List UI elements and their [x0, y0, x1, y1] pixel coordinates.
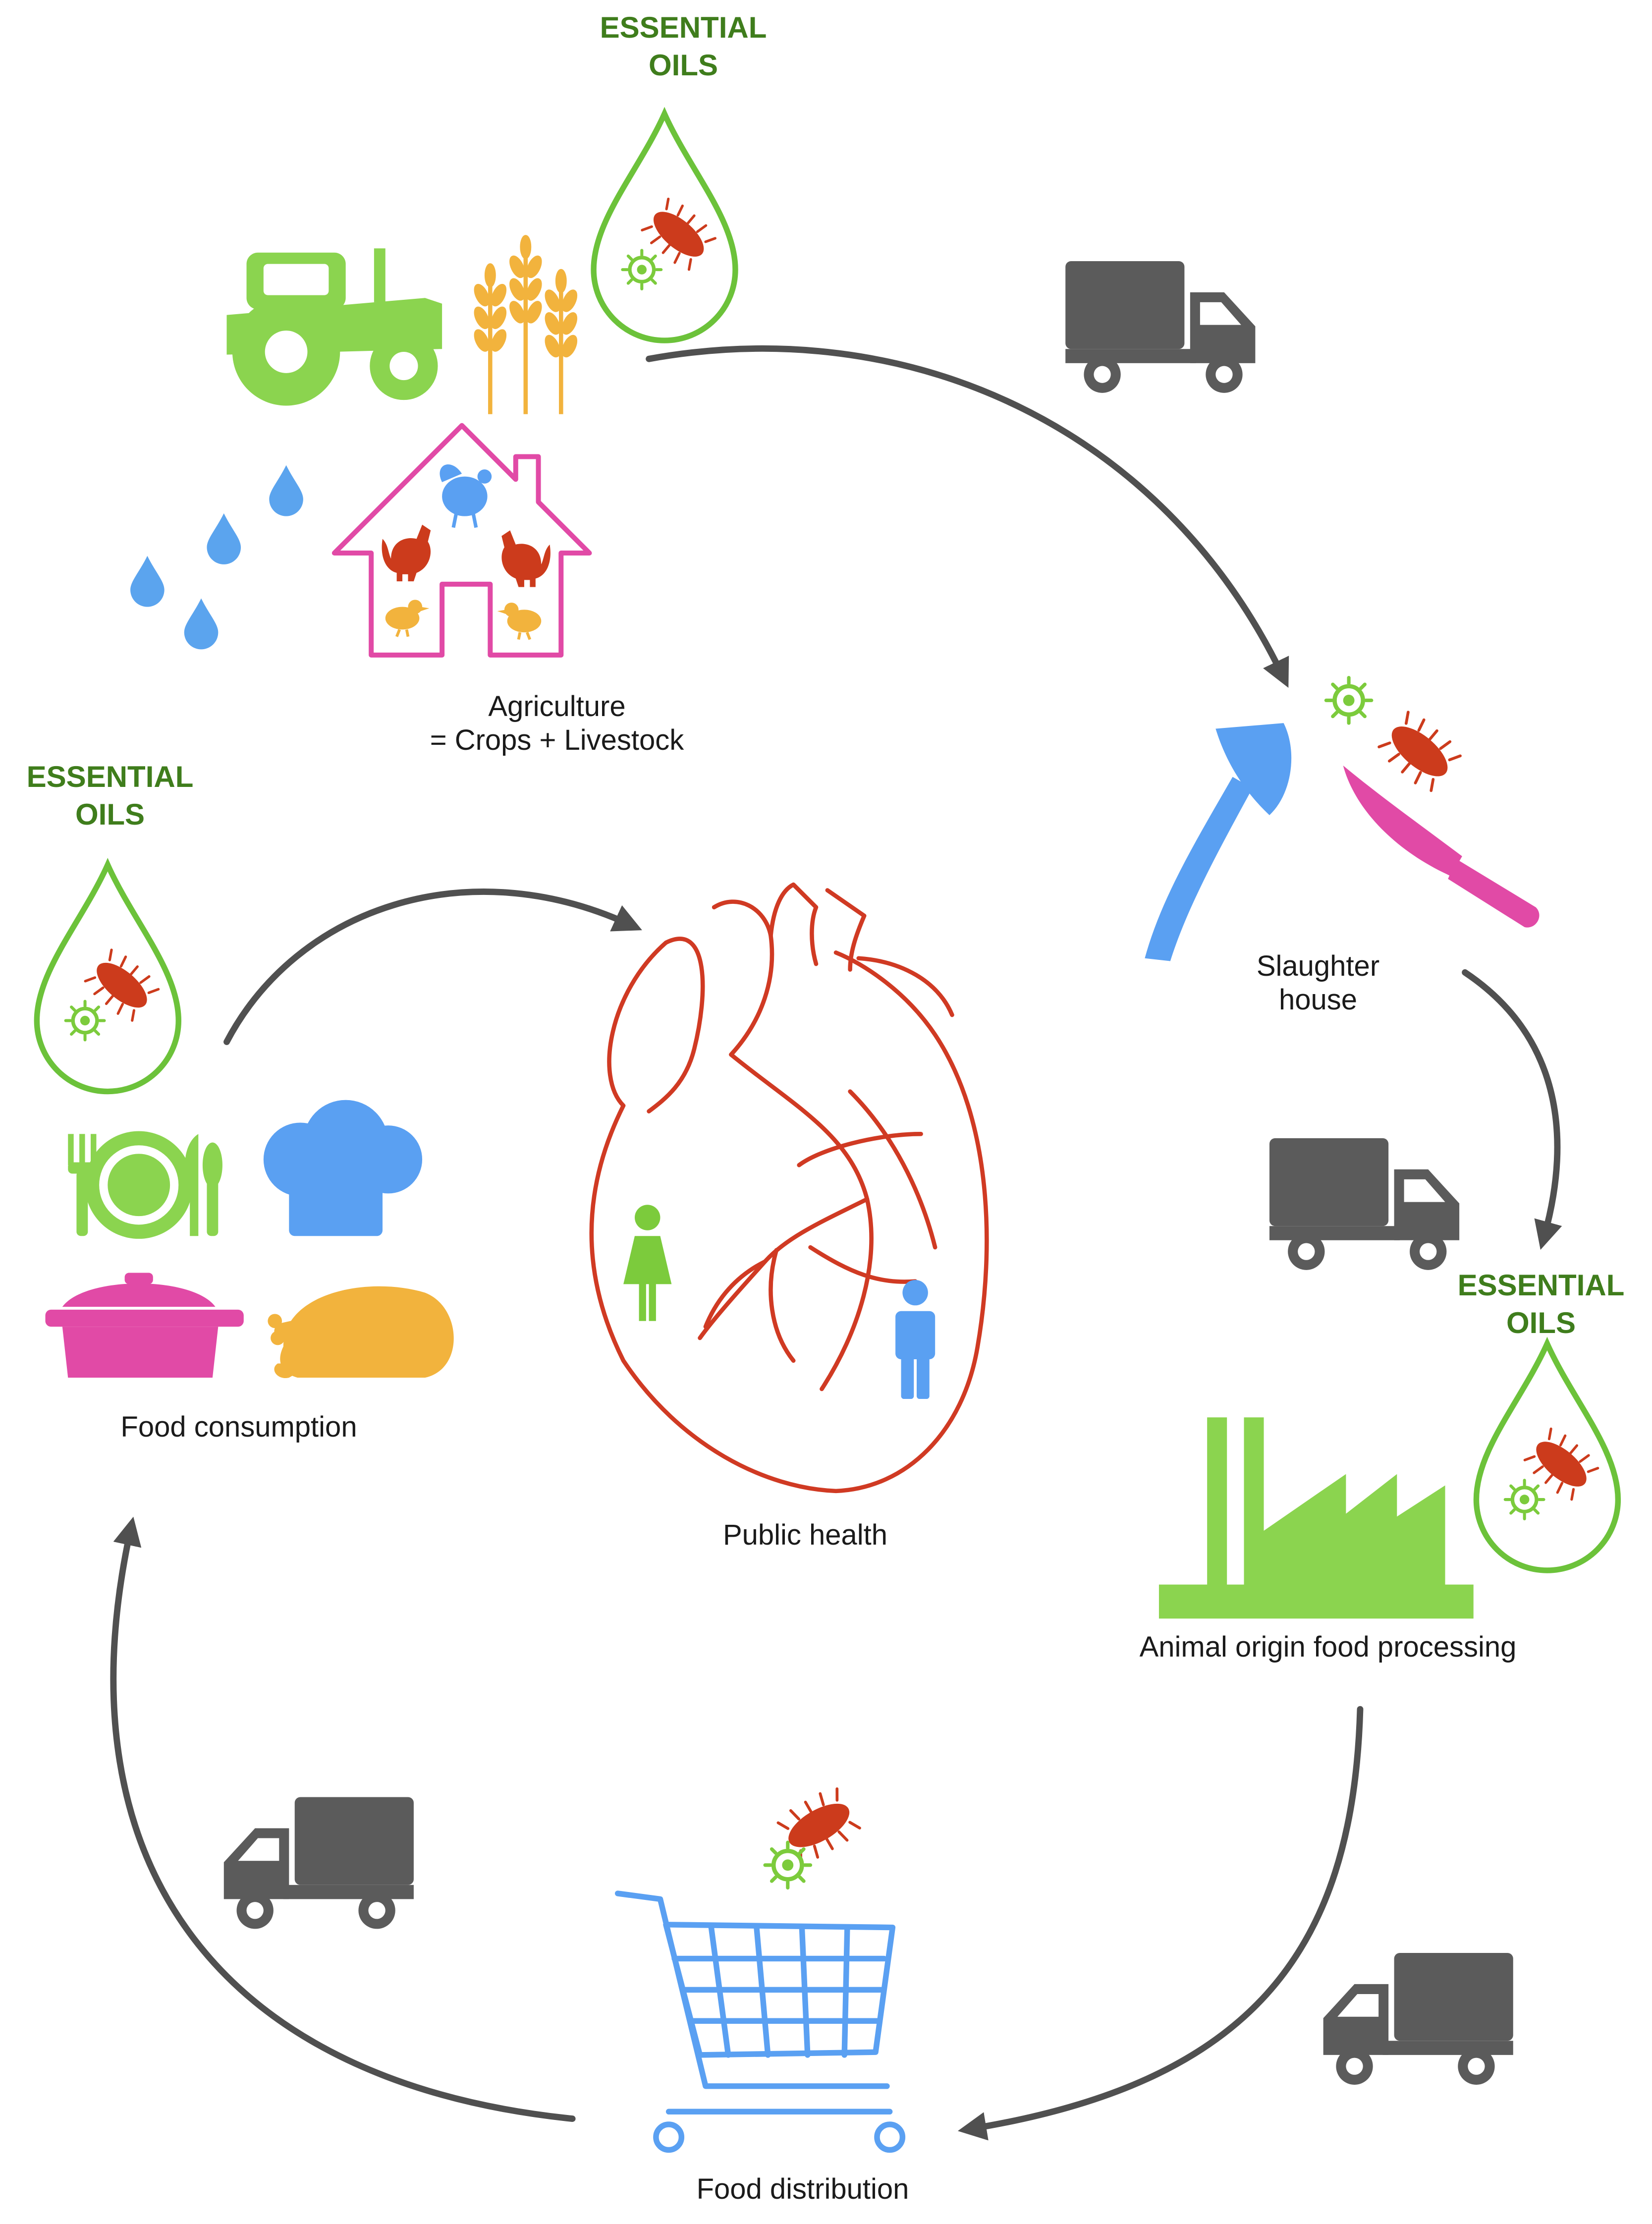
- arrow-processing-to-distribution: [957, 1706, 1364, 2141]
- oil-drop-icon: [37, 865, 178, 1091]
- slaughter-group: [1145, 678, 1540, 961]
- public-health-label: Public health: [722, 1519, 888, 1551]
- oil-drop-icon: [594, 114, 735, 340]
- truck-icon: [1323, 1953, 1513, 2085]
- chick-icon: [385, 600, 430, 636]
- essential-oils-label: ESSENTIAL OILS: [6, 758, 214, 834]
- food-consumption-label: Food consumption: [120, 1411, 357, 1443]
- bacterium-icon: [1377, 709, 1463, 794]
- essential-oils-line1: ESSENTIAL: [600, 11, 767, 44]
- chick-icon: [497, 603, 542, 639]
- arrow-consumption-to-public-health: [223, 889, 642, 1045]
- essential-oils-line2: OILS: [1506, 1306, 1576, 1339]
- essential-oils-label: ESSENTIAL OILS: [579, 9, 787, 84]
- woman-icon: [623, 1205, 672, 1321]
- essential-oils-line2: OILS: [75, 798, 145, 831]
- essential-oils-line2: OILS: [648, 49, 718, 82]
- arrow-slaughter-to-processing: [1462, 969, 1562, 1250]
- turkey-icon: [440, 464, 492, 528]
- rooster-icon: [382, 524, 431, 582]
- essential-oils-label: ESSENTIAL OILS: [1437, 1267, 1645, 1342]
- knife-icon: [1343, 765, 1540, 928]
- shopping-cart-icon: [614, 1890, 906, 2153]
- oil-drop-icon: [1476, 1344, 1618, 1570]
- arrow-distribution-to-consumption: [110, 1516, 576, 2122]
- essential-oils-line1: ESSENTIAL: [26, 760, 194, 793]
- plate-cutlery-icon: [68, 1131, 222, 1239]
- consumption-group: [45, 1100, 454, 1379]
- virus-icon: [1326, 678, 1371, 723]
- truck-icon: [1269, 1138, 1460, 1270]
- agriculture-group: [130, 235, 592, 658]
- processing-label: Animal origin food processing: [1139, 1631, 1517, 1663]
- agriculture-line1: Agriculture: [488, 690, 626, 723]
- roast-chicken-icon: [268, 1286, 454, 1379]
- axe-icon: [1145, 723, 1292, 961]
- truck-icon: [1065, 261, 1256, 393]
- cycle-arrows: [110, 345, 1562, 2141]
- chef-hat-icon: [263, 1100, 423, 1236]
- virus-icon: [765, 1842, 810, 1888]
- agriculture-label: Agriculture = Crops + Livestock: [359, 690, 755, 757]
- factory-icon: [1158, 1417, 1474, 1619]
- truck-icon: [223, 1797, 414, 1929]
- slaughter-line1: Slaughter: [1256, 950, 1380, 982]
- livestock-house-icon: [331, 423, 592, 658]
- tractor-icon: [226, 248, 442, 406]
- bacterium-icon: [776, 1785, 862, 1866]
- man-icon: [895, 1279, 936, 1399]
- wheat-icon: [474, 235, 578, 414]
- water-drops-icon: [130, 465, 303, 650]
- heart-icon: [589, 882, 989, 1494]
- pot-icon: [45, 1273, 244, 1378]
- agriculture-line2: = Crops + Livestock: [430, 724, 684, 756]
- slaughter-house-label: Slaughter house: [1199, 949, 1437, 1017]
- arrow-agriculture-to-slaughter: [646, 345, 1289, 688]
- essential-oils-line1: ESSENTIAL: [1457, 1269, 1625, 1302]
- slaughter-line2: house: [1278, 984, 1358, 1016]
- food-distribution-label: Food distribution: [696, 2173, 909, 2205]
- rooster-icon: [501, 530, 551, 587]
- distribution-group: [614, 1785, 906, 2153]
